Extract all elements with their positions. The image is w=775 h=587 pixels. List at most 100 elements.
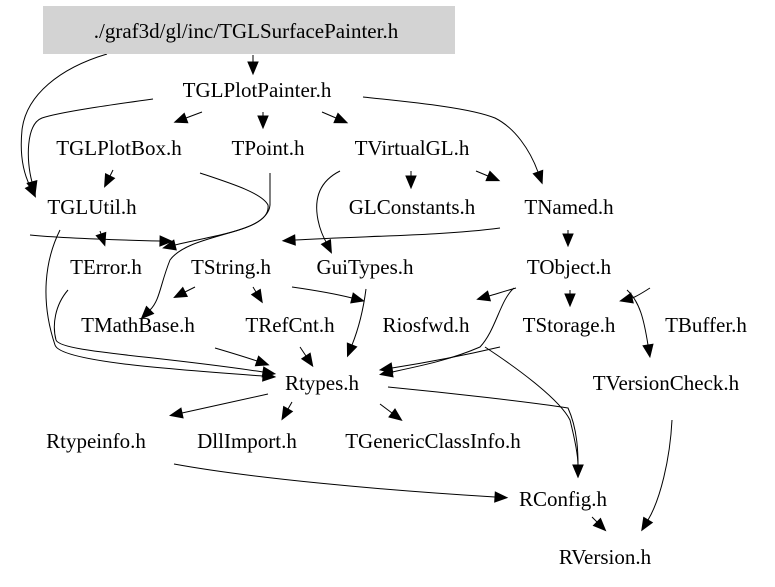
node-TPoint[interactable]: TPoint.h [232, 136, 305, 160]
node-DllImport[interactable]: DllImport.h [197, 429, 297, 453]
node-label: TVersionCheck.h [593, 371, 740, 395]
node-label: ./graf3d/gl/inc/TGLSurfacePainter.h [94, 19, 399, 43]
edge-TError-to-Rtypes [53, 289, 277, 378]
node-Riosfwd[interactable]: Riosfwd.h [383, 313, 470, 337]
edge-TGLUtil-to-Rtypes [45, 229, 277, 382]
arrowhead-icon [173, 286, 189, 298]
node-label: TError.h [70, 255, 142, 279]
edge-line [488, 287, 517, 297]
edge-TGLUtil-to-TError [95, 230, 107, 247]
edge-line [20, 53, 108, 187]
edge-line [647, 419, 673, 521]
edge-Rtypeinfo-to-RConfig [173, 463, 509, 503]
edge-line [99, 230, 102, 235]
edge-line [387, 386, 579, 466]
node-label: TGLPlotPainter.h [183, 78, 332, 102]
node-GuiTypes[interactable]: GuiTypes.h [316, 255, 414, 279]
edge-line [252, 286, 257, 293]
edge-TBuffer-to-TObject [619, 287, 651, 304]
edge-TGLPlotPainter-to-TGLPlotBox [173, 111, 203, 124]
edge-TRefCnt-to-Rtypes [299, 346, 314, 368]
node-label: TGenericClassInfo.h [345, 429, 521, 453]
node-TStorage[interactable]: TStorage.h [523, 313, 616, 337]
edge-line [591, 516, 598, 523]
edge-line [287, 401, 293, 410]
edge-line [321, 111, 337, 119]
arrowhead-icon [281, 234, 296, 246]
arrowhead-icon [250, 288, 263, 304]
node-Rtypeinfo[interactable]: Rtypeinfo.h [46, 429, 146, 453]
node-TBuffer[interactable]: TBuffer.h [665, 313, 747, 337]
edge-line [174, 173, 271, 246]
arrowhead-icon [350, 292, 365, 304]
node-TObject[interactable]: TObject.h [527, 255, 612, 279]
arrowhead-icon [254, 355, 270, 367]
edge-line [362, 96, 539, 173]
arrowhead-icon [162, 239, 177, 251]
edge-RConfig-to-RVersion [591, 516, 607, 532]
node-TRefCnt[interactable]: TRefCnt.h [245, 313, 335, 337]
edge-line [294, 227, 501, 241]
edge-line [379, 403, 393, 414]
node-label: TRefCnt.h [245, 313, 335, 337]
edge-line [291, 286, 353, 299]
node-Rtypes[interactable]: Rtypes.h [285, 371, 360, 395]
edge-TObject-to-Riosfwd [476, 287, 517, 302]
arrowhead-icon [485, 170, 501, 182]
edge-TVirtualGL-to-GLConstants [405, 171, 417, 190]
edge-line [173, 463, 496, 498]
node-TGLPlotBox[interactable]: TGLPlotBox.h [56, 136, 182, 160]
edge-line [391, 346, 501, 369]
node-label: GuiTypes.h [316, 255, 414, 279]
node-TError[interactable]: TError.h [70, 255, 142, 279]
arrowhead-icon [619, 292, 634, 304]
edge-line [184, 286, 196, 293]
node-label: Riosfwd.h [383, 313, 470, 337]
node-TString[interactable]: TString.h [191, 255, 271, 279]
arrowhead-icon [104, 172, 116, 188]
edge-TGLPlotPainter-to-TPoint [257, 112, 269, 130]
edge-line [475, 170, 489, 177]
edge-TNamed-to-TObject [562, 230, 574, 248]
edge-TVirtualGL-to-TNamed [475, 170, 501, 182]
node-TGLUtil[interactable]: TGLUtil.h [47, 195, 137, 219]
arrowhead-icon [261, 366, 277, 378]
edge-root-to-TGLPlotPainter [247, 55, 259, 76]
node-TVirtualGL[interactable]: TVirtualGL.h [355, 136, 470, 160]
node-TMathBase[interactable]: TMathBase.h [81, 313, 195, 337]
edge-TObject-to-TStorage [564, 290, 576, 308]
node-label: TObject.h [527, 255, 612, 279]
edge-TGLPlotPainter-to-TNamed [362, 96, 544, 185]
edge-Rtypes-to-TGenericClassInfo [379, 403, 403, 421]
node-RConfig[interactable]: RConfig.h [519, 487, 608, 511]
edge-Riosfwd-to-RConfig [484, 346, 584, 479]
edge-TPoint-to-Rtypes [162, 173, 271, 251]
node-TGLPlotPainter[interactable]: TGLPlotPainter.h [183, 78, 332, 102]
node-TGenericClassInfo[interactable]: TGenericClassInfo.h [345, 429, 521, 453]
node-RVersion[interactable]: RVersion.h [559, 545, 652, 569]
arrowhead-icon [173, 112, 189, 124]
edge-TGLPlotPainter-to-TGLUtil [26, 98, 154, 195]
edge-TVirtualGL-to-GuiTypes [316, 170, 341, 254]
node-TNamed[interactable]: TNamed.h [524, 195, 614, 219]
edge-line [53, 289, 264, 373]
edge-line [631, 287, 651, 299]
edge-line [484, 346, 579, 466]
arrowhead-icon [168, 407, 184, 419]
node-label: TMathBase.h [81, 313, 195, 337]
edge-TNamed-to-TString [281, 227, 501, 246]
arrowhead-icon [564, 293, 576, 308]
root-node[interactable]: ./graf3d/gl/inc/TGLSurfacePainter.h [43, 6, 455, 54]
edge-GuiTypes-to-Rtypes [346, 288, 367, 358]
arrowhead-icon [26, 180, 38, 195]
node-GLConstants[interactable]: GLConstants.h [349, 195, 476, 219]
edge-TString-to-TRefCnt [250, 286, 263, 304]
edge-line [109, 169, 114, 177]
node-TVersionCheck[interactable]: TVersionCheck.h [593, 371, 740, 395]
arrowhead-icon [320, 238, 332, 254]
arrowhead-icon [300, 352, 314, 368]
edge-TString-to-TMathBase [173, 286, 196, 298]
edge-line [351, 288, 367, 346]
arrowhead-icon [641, 516, 654, 532]
